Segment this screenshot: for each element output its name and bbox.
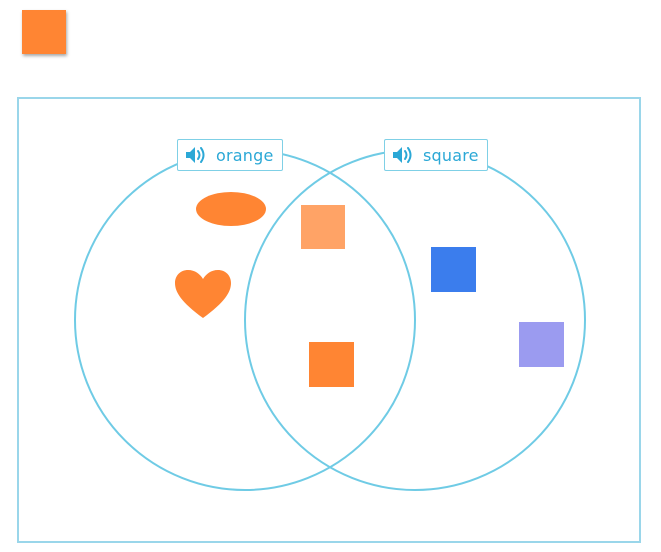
item-orange-ellipse[interactable] (195, 191, 267, 227)
item-orange-square[interactable] (309, 342, 354, 387)
label-orange-text: orange (216, 145, 274, 165)
item-lavender-square[interactable] (519, 322, 564, 367)
ellipse-shape (196, 192, 266, 226)
item-light-orange-square[interactable] (301, 205, 345, 249)
label-square[interactable]: square (384, 139, 488, 171)
label-square-text: square (423, 145, 479, 165)
label-orange[interactable]: orange (177, 139, 283, 171)
speaker-icon[interactable] (391, 145, 417, 165)
item-blue-square[interactable] (431, 247, 476, 292)
piece-to-sort-square[interactable] (22, 10, 66, 54)
speaker-icon[interactable] (184, 145, 210, 165)
item-orange-heart[interactable] (173, 268, 233, 320)
venn-board (17, 97, 641, 543)
heart-shape (175, 270, 231, 318)
